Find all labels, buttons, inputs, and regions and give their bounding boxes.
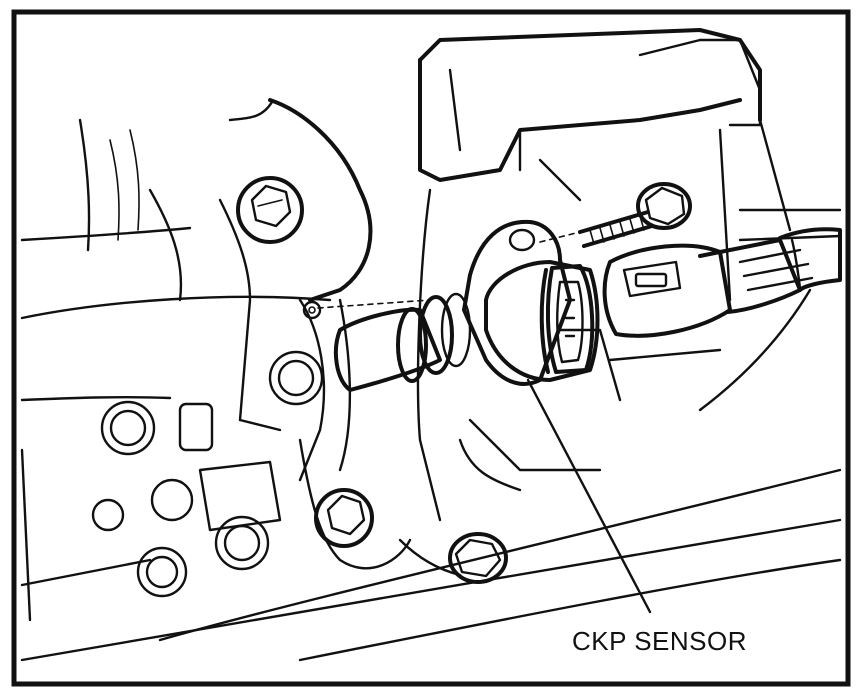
engine-block	[20, 28, 842, 662]
bolt-bottom	[448, 532, 508, 584]
bolt-upper-left	[236, 176, 304, 244]
alignment-line-lower	[317, 299, 431, 309]
frame-border	[11, 9, 851, 687]
engine-ports	[91, 300, 324, 598]
alignment-line-upper	[539, 231, 581, 243]
harness-connector	[602, 227, 842, 338]
ckp-sensor-label: CKP SENSOR	[572, 626, 748, 656]
ckp-sensor-part	[333, 219, 600, 392]
bolt-lower	[314, 488, 374, 548]
callout-leader-harness	[698, 288, 812, 412]
callout-leader-ckp-sensor	[526, 378, 652, 614]
sensor-mounting-bolt	[578, 182, 692, 248]
